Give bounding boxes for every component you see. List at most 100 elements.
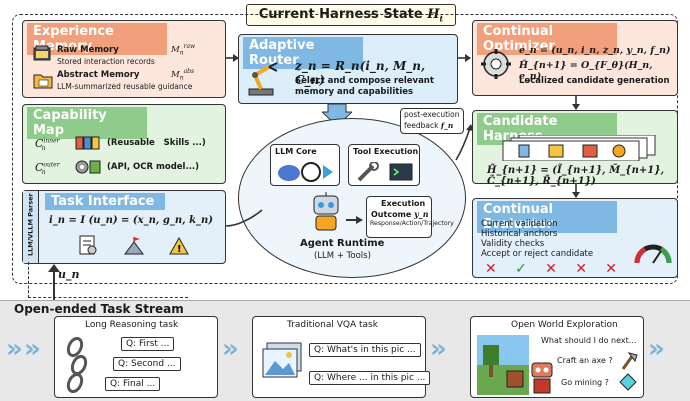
abstract-memory-label: Abstract Memory	[57, 70, 140, 80]
outcome-symbol: y_n	[414, 209, 429, 219]
capability-inner-desc: (Reusable Skills ...)	[107, 138, 206, 148]
router-formula: z_n = R_n(i_n, M_n, C_n)	[295, 59, 426, 87]
agent-runtime-subtitle: (LLM + Tools)	[314, 251, 371, 261]
raw-memory-sub: n	[179, 49, 184, 57]
parser-side-label: LLM/VLLM Parser	[23, 191, 39, 263]
llm-core-box: LLM Core	[270, 144, 340, 186]
evaluator-item-1: Historical anchors	[481, 229, 558, 239]
optimizer-gear-icon	[479, 47, 513, 85]
outcome-label-1: Execution	[381, 199, 426, 208]
vqa-title: Traditional VQA task	[287, 320, 378, 330]
capability-outer-sub: n	[41, 169, 46, 177]
input-label: u_n	[58, 268, 80, 281]
outcome-desc: Response/Action/Trajectory	[370, 220, 454, 227]
svg-text:!: !	[177, 244, 182, 255]
long-reasoning-title: Long Reasoning task	[85, 320, 179, 330]
chain-icon	[63, 336, 91, 397]
feedback-line-2-text: feedback	[404, 121, 439, 130]
reasoning-question-1: Q: Second ...	[113, 357, 181, 371]
vqa-question-1: Q: Where ... in this pic ...	[309, 371, 431, 385]
router-desc-2: memory and capabilities	[295, 87, 414, 97]
task-stream-title: Open-ended Task Stream	[10, 302, 188, 316]
candidate-harness-panel: Candidate Harness H̃_{n+1} = (Ĩ_{n+1}, M…	[472, 110, 678, 187]
capability-outer-letter: C	[35, 161, 44, 174]
axe-icon	[619, 351, 639, 375]
open-world-question-1: Craft an axe ?	[557, 356, 613, 365]
capability-outer-sup: outer	[43, 161, 60, 169]
skills-icon	[75, 135, 101, 151]
evaluator-item-0: Current validation	[481, 219, 558, 229]
optimizer-formula-2: H̃_{n+1} = O_{F_θ}(H_n, e_n)	[519, 60, 653, 82]
vqa-panel: Traditional VQA task Q: What's in this p…	[252, 316, 431, 398]
adaptive-router-panel: Adaptive Router z_n = R_n(i_n, M_n, C_n)…	[238, 34, 458, 104]
tool-execution-label: Tool Execution	[353, 147, 419, 156]
abstract-memory-sup: abs	[183, 68, 195, 75]
task-interface-panel: LLM/VLLM Parser Task Interface i_n = I (…	[22, 190, 226, 264]
reject-mark: ✕	[545, 261, 557, 277]
candidate-stack-icon	[499, 134, 659, 165]
evaluator-marks-row: ✕ ✓ ✕ ✕ ✕	[481, 261, 621, 277]
raw-memory-sup: raw	[183, 43, 196, 50]
stream-chevron-mid-2: »	[430, 334, 447, 364]
task-interface-formula: i_n = I (u_n) = (x_n, g_n, k_n)	[49, 215, 213, 226]
explorer-robot-icon	[529, 361, 555, 399]
capability-inner-letter: C	[35, 137, 44, 150]
terminal-icon	[389, 163, 413, 185]
optimizer-desc: Localized candidate generation	[519, 76, 670, 86]
candidate-formula: H̃_{n+1} = (Ĩ_{n+1}, M̃_{n+1}, C̃_{n+1},…	[487, 165, 665, 187]
raw-memory-icon	[33, 45, 51, 61]
reasoning-question-2: Q: Final ...	[105, 377, 161, 391]
goal-flag-icon	[123, 237, 145, 259]
stream-chevron-left-2: »	[24, 334, 41, 364]
reject-mark: ✕	[575, 261, 587, 277]
long-reasoning-panel: Long Reasoning task Q: First ... Q: Seco…	[54, 316, 218, 398]
feedback-box: post-execution feedback f_n	[400, 108, 464, 134]
wrench-icon	[355, 161, 379, 186]
input-arrow	[44, 262, 64, 306]
llm-core-label: LLM Core	[275, 147, 317, 156]
continual-optimizer-title: Continual Optimizer	[477, 23, 617, 55]
open-world-question-2: Go mining ?	[561, 378, 609, 387]
outcome-label-2-text: Outcome	[371, 210, 412, 219]
api-tools-icon	[75, 159, 101, 175]
abstract-memory-sub: n	[179, 74, 184, 82]
evaluator-item-3: Accept or reject candidate	[481, 249, 594, 259]
abstract-memory-symbol-letter: M	[171, 69, 180, 80]
abstract-memory-icon	[33, 71, 53, 89]
capability-map-title: Capability Map	[27, 107, 147, 139]
tool-execution-box: Tool Execution	[348, 144, 420, 186]
robot-arm-icon	[247, 59, 281, 101]
evaluator-item-2: Validity checks	[481, 239, 545, 249]
open-world-panel: Open World Exploration What should I do …	[470, 316, 644, 398]
reject-mark: ✕	[605, 261, 617, 277]
continual-evaluator-panel: Continual Evaluator Current validation H…	[472, 198, 678, 278]
feedback-line-1: post-execution	[404, 110, 460, 119]
warning-icon: !	[169, 236, 189, 259]
task-interface-title: Task Interface	[45, 193, 165, 210]
open-world-title: Open World Exploration	[511, 320, 618, 330]
stream-chevron-mid-1: »	[222, 334, 239, 364]
raw-memory-symbol-letter: M	[171, 44, 180, 55]
experience-memory-panel: Experience Memory Raw Memory Mnraw Store…	[22, 20, 226, 98]
robot-agent-icon	[308, 192, 344, 238]
stream-chevron-left: »	[6, 334, 23, 364]
reasoning-question-0: Q: First ...	[121, 337, 175, 351]
capability-outer-desc: (API, OCR model...)	[107, 162, 200, 172]
router-desc-1: Select and compose relevant	[295, 76, 434, 86]
vqa-question-0: Q: What's in this pic ...	[309, 343, 421, 357]
outcome-label-2: Outcome y_n	[371, 210, 429, 220]
stream-chevron-right: »	[648, 334, 665, 364]
llm-logos-icon	[277, 161, 335, 187]
raw-memory-label: Raw Memory	[57, 45, 119, 55]
diamond-icon	[619, 373, 637, 395]
continual-evaluator-title: Continual Evaluator	[477, 201, 617, 233]
open-world-question-0: What should I do next...	[541, 336, 637, 345]
robot-to-outcome-arrow	[346, 210, 364, 229]
header-subscript: t	[439, 13, 444, 24]
picture-icon	[261, 341, 305, 385]
raw-memory-desc: Stored interaction records	[57, 57, 155, 66]
continual-optimizer-panel: Continual Optimizer e_n = (u_n, i_n, z_n…	[472, 20, 678, 96]
adaptive-router-title: Adaptive Router	[243, 37, 363, 69]
input-dashed-link	[28, 262, 188, 298]
accept-mark: ✓	[515, 261, 527, 277]
